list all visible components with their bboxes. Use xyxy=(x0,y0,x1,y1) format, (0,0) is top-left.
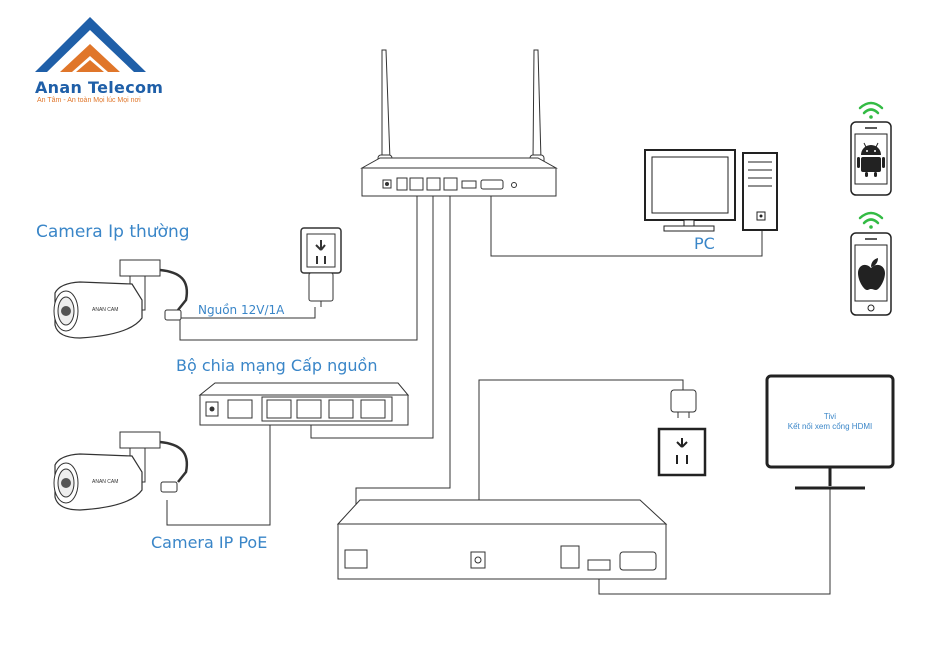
tv-title: Tivi xyxy=(823,412,837,421)
power-adapter-label: Nguồn 12V/1A xyxy=(198,303,285,317)
pc-icon xyxy=(644,149,778,232)
poe-switch xyxy=(198,382,410,426)
camera-poe-label: Camera IP PoE xyxy=(151,533,268,552)
camera-brand-text: ANAN CAM xyxy=(92,307,118,313)
apple-icon xyxy=(858,258,885,290)
poe-switch-label: Bộ chia mạng Cấp nguồn xyxy=(176,356,378,375)
brand-name: Anan Telecom xyxy=(35,78,164,97)
iphone xyxy=(850,211,892,316)
pc-label: PC xyxy=(694,234,715,253)
power-adapter-icon xyxy=(300,227,342,307)
android-icon xyxy=(857,142,885,177)
android-phone xyxy=(850,101,892,196)
wifi-icon xyxy=(858,211,884,229)
poe-nvr xyxy=(336,499,668,580)
wifi-icon xyxy=(858,101,884,119)
camera-ip-label: Camera Ip thường xyxy=(36,222,190,242)
brand-logo xyxy=(35,17,146,72)
wall-outlet-icon xyxy=(657,427,707,477)
camera-brand-text: ANAN CAM xyxy=(92,479,118,485)
ip-camera: ANAN CAM xyxy=(53,259,189,339)
power-plug-icon xyxy=(670,389,697,418)
tv-icon xyxy=(765,374,895,490)
tv-subtitle: Kết nối xem cổng HDMI xyxy=(787,422,873,431)
wireless-nvr xyxy=(360,49,558,197)
poe-camera: ANAN CAM xyxy=(53,431,189,511)
brand-slogan: An Tâm - An toàn Mọi lúc Mọi nơi xyxy=(37,97,141,104)
